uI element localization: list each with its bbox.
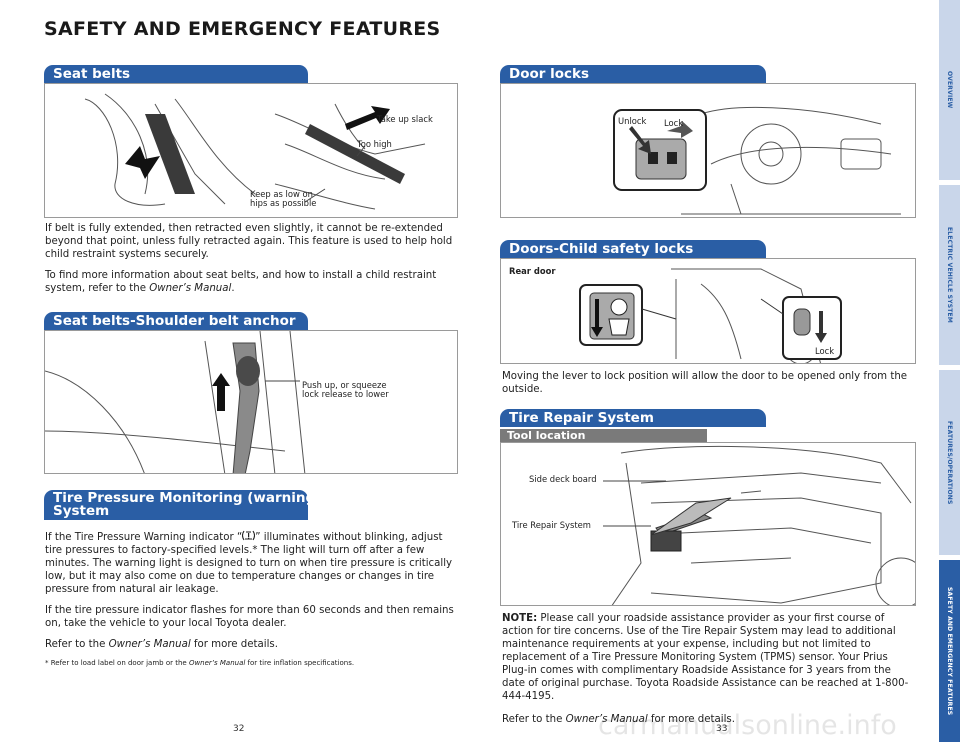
- too-high-label: Too high: [357, 139, 392, 149]
- footnote-owners-manual: Owner’s Manual: [188, 659, 246, 667]
- side-tab-strip: OVERVIEW ELECTRIC VEHICLE SYSTEM FEATURE…: [939, 0, 960, 742]
- tpms-owners-manual: Owner’s Manual: [108, 639, 191, 650]
- child-locks-drawing: [579, 268, 842, 363]
- child-locks-heading: Doors-Child safety locks: [500, 240, 766, 258]
- side-tab-safety-label: SAFETY AND EMERGENCY FEATURES: [946, 586, 953, 716]
- tpms-para1-end: ” illuminates without blinking, adjust t…: [45, 532, 453, 595]
- tool-location-subheading: Tool location: [500, 429, 707, 442]
- seat-belts-para2-end: .: [231, 283, 235, 294]
- tpms-para3: Refer to the Owner’s Manual for more det…: [45, 638, 455, 651]
- tire-repair-heading: Tire Repair System: [500, 409, 766, 427]
- child-locks-text: Moving the lever to lock position will a…: [502, 371, 908, 395]
- side-tab-overview-label: OVERVIEW: [946, 71, 953, 109]
- side-tab-features[interactable]: FEATURES/OPERATIONS: [939, 370, 960, 555]
- refer-owners-manual: Owner’s Manual: [565, 714, 648, 725]
- page-title: SAFETY AND EMERGENCY FEATURES: [44, 18, 441, 40]
- tpms-para3-end: for more details.: [190, 639, 278, 650]
- door-locks-illustration: Unlock Lock: [500, 83, 916, 218]
- owners-manual-ref: Owner’s Manual: [149, 283, 232, 294]
- tpms-heading: Tire Pressure Monitoring (warning) Syste…: [44, 490, 321, 520]
- child-lock-label: Lock: [815, 346, 835, 356]
- note-text: Please call your roadside assistance pro…: [502, 613, 909, 702]
- refer-start: Refer to the: [502, 714, 566, 725]
- tire-pressure-warning-icon: [242, 530, 256, 541]
- tpms-footnote: * Refer to load label on door jamb or th…: [45, 659, 455, 668]
- tire-repair-system-label: Tire Repair System: [512, 520, 591, 530]
- tire-repair-note: NOTE: Please call your roadside assistan…: [502, 612, 912, 703]
- tire-repair-illustration: Side deck board Tire Repair System: [500, 442, 916, 606]
- push-up-label: Push up, or squeeze lock release to lowe…: [302, 380, 389, 399]
- keep-low-label: Keep as low on hips as possible: [250, 189, 317, 208]
- tire-repair-refer: Refer to the Owner’s Manual for more det…: [502, 713, 912, 726]
- tpms-para3-start: Refer to the: [45, 639, 109, 650]
- take-up-slack-label: Take up slack: [377, 114, 433, 124]
- child-locks-illustration: Rear door Lock: [500, 258, 916, 364]
- tire-repair-text: NOTE: Please call your roadside assistan…: [502, 612, 912, 734]
- page-number-right: 33: [716, 724, 728, 734]
- seat-belts-para2-text: To find more information about seat belt…: [45, 270, 437, 294]
- note-label: NOTE:: [502, 613, 538, 624]
- seat-belts-para1: If belt is fully extended, then retracte…: [45, 223, 453, 260]
- footnote-start: * Refer to load label on door jamb or th…: [45, 659, 189, 667]
- seat-belts-text: If belt is fully extended, then retracte…: [45, 222, 455, 303]
- seat-belts-para2: To find more information about seat belt…: [45, 269, 455, 295]
- shoulder-anchor-illustration: Push up, or squeeze lock release to lowe…: [44, 330, 458, 474]
- rear-door-label: Rear door: [509, 266, 556, 276]
- side-deck-board-label: Side deck board: [529, 474, 597, 484]
- refer-end: for more details.: [647, 714, 735, 725]
- shoulder-anchor-heading: Seat belts-Shoulder belt anchor: [44, 312, 308, 330]
- seat-belt-drawing: [84, 93, 426, 210]
- tpms-text: If the Tire Pressure Warning indicator “…: [45, 530, 455, 676]
- side-tab-features-label: FEATURES/OPERATIONS: [946, 420, 953, 505]
- unlock-label: Unlock: [618, 116, 647, 126]
- door-locks-drawing: [613, 106, 901, 215]
- footnote-end: for tire inflation specifications.: [245, 659, 355, 667]
- side-tab-ev-system[interactable]: ELECTRIC VEHICLE SYSTEM: [939, 185, 960, 365]
- seat-belts-illustration: Take up slack Too high Keep as low on hi…: [44, 83, 458, 218]
- shoulder-anchor-drawing: [45, 331, 306, 473]
- side-tab-safety[interactable]: SAFETY AND EMERGENCY FEATURES: [939, 560, 960, 742]
- lock-label: Lock: [664, 118, 684, 128]
- side-tab-ev-label: ELECTRIC VEHICLE SYSTEM: [946, 226, 953, 324]
- page-number-left: 32: [233, 724, 245, 734]
- seat-belts-heading: Seat belts: [44, 65, 308, 83]
- tpms-para1: If the Tire Pressure Warning indicator “…: [45, 530, 455, 596]
- tpms-para1-start: If the Tire Pressure Warning indicator “: [45, 532, 243, 543]
- tpms-para2: If the tire pressure indicator flashes f…: [45, 605, 454, 629]
- tire-repair-drawing: [603, 445, 915, 605]
- watermark: carmanualsonline.info: [598, 710, 897, 741]
- side-tab-overview[interactable]: OVERVIEW: [939, 0, 960, 180]
- door-locks-heading: Door locks: [500, 65, 766, 83]
